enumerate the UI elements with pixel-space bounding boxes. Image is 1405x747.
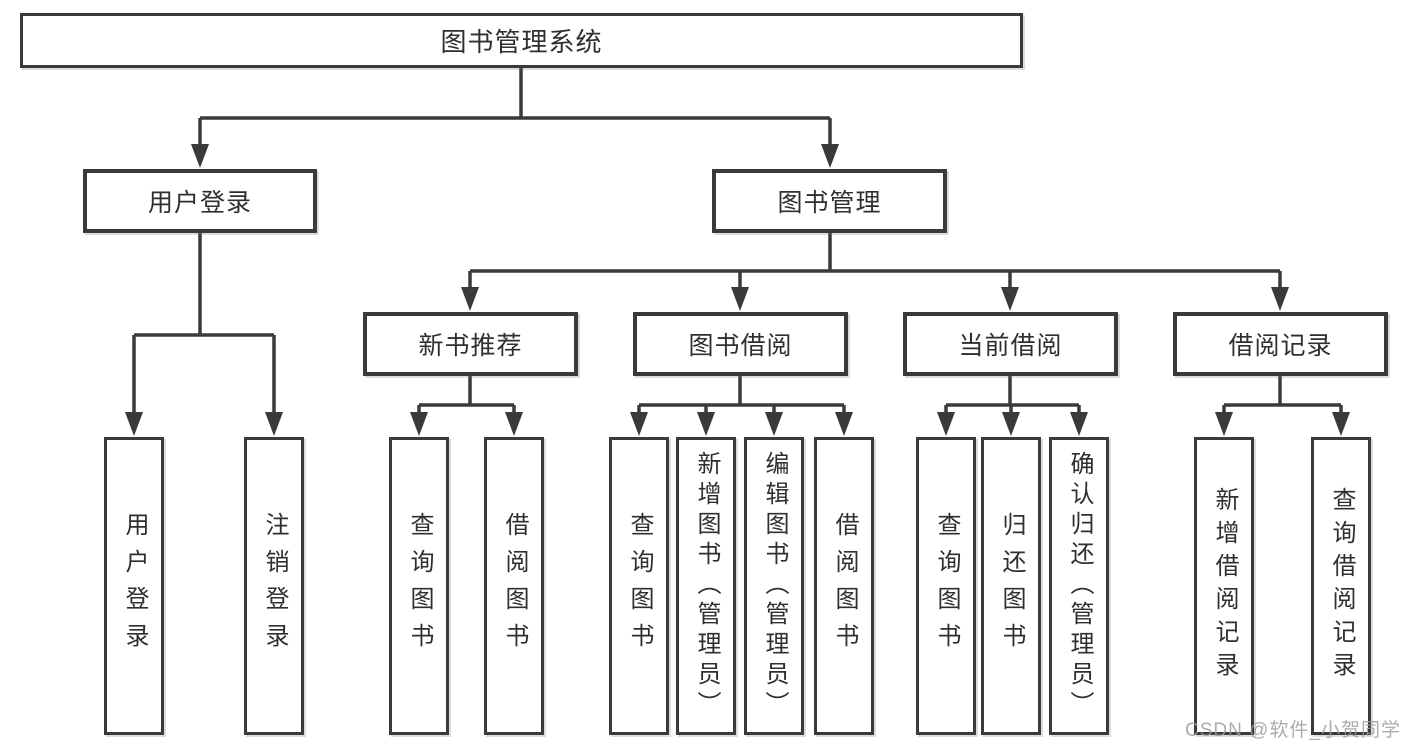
- leaf-user-login-label: 用户登录: [121, 512, 148, 660]
- leaf-user-login: 用户登录: [104, 437, 164, 735]
- leaf-borrow-books: 借阅图书: [814, 437, 874, 735]
- node-book-mgmt: 图书管理: [712, 169, 947, 233]
- node-user-login: 用户登录: [83, 169, 317, 233]
- leaf-return-book-label: 归还图书: [998, 512, 1025, 660]
- leaf-add-borrow-record-label: 新增借阅记录: [1211, 487, 1238, 685]
- leaf-newbook-borrow-books: 借阅图书: [484, 437, 544, 735]
- node-new-book-label: 新书推荐: [418, 332, 523, 360]
- leaf-edit-book-admin: 编辑图书（管理员）: [744, 437, 804, 735]
- node-current-borrow: 当前借阅: [903, 312, 1118, 376]
- node-book-borrow-label: 图书借阅: [688, 332, 793, 360]
- leaf-return-book: 归还图书: [981, 437, 1041, 735]
- node-book-mgmt-label: 图书管理: [777, 189, 882, 217]
- leaf-newbook-query-books: 查询图书: [389, 437, 449, 735]
- leaf-borrow-books-label: 借阅图书: [831, 512, 858, 660]
- csdn-watermark: CSDN @软件_小贺同学: [1185, 720, 1401, 741]
- leaf-logout: 注销登录: [244, 437, 304, 735]
- leaf-confirm-return-admin: 确认归还（管理员）: [1049, 437, 1109, 735]
- leaf-current-query-books-label: 查询图书: [933, 512, 960, 660]
- leaf-edit-book-admin-label: 编辑图书（管理员）: [761, 451, 788, 721]
- leaf-add-borrow-record: 新增借阅记录: [1194, 437, 1254, 735]
- leaf-newbook-query-books-label: 查询图书: [406, 512, 433, 660]
- node-book-borrow: 图书借阅: [633, 312, 848, 376]
- node-borrow-record: 借阅记录: [1173, 312, 1388, 376]
- node-root: 图书管理系统: [20, 13, 1023, 68]
- leaf-query-borrow-record-label: 查询借阅记录: [1328, 487, 1355, 685]
- leaf-logout-label: 注销登录: [261, 512, 288, 660]
- arrowheads: [125, 144, 1350, 436]
- node-root-label: 图书管理系统: [440, 27, 603, 57]
- node-borrow-record-label: 借阅记录: [1228, 332, 1333, 360]
- leaf-confirm-return-admin-label: 确认归还（管理员）: [1066, 451, 1093, 721]
- node-user-login-label: 用户登录: [147, 189, 252, 217]
- node-current-borrow-label: 当前借阅: [958, 332, 1063, 360]
- leaf-borrow-query-books-label: 查询图书: [626, 512, 653, 660]
- node-new-book: 新书推荐: [363, 312, 578, 376]
- leaf-borrow-query-books: 查询图书: [609, 437, 669, 735]
- leaf-current-query-books: 查询图书: [916, 437, 976, 735]
- leaf-query-borrow-record: 查询借阅记录: [1311, 437, 1371, 735]
- leaf-add-book-admin-label: 新增图书（管理员）: [693, 451, 720, 721]
- leaf-add-book-admin: 新增图书（管理员）: [676, 437, 736, 735]
- leaf-newbook-borrow-books-label: 借阅图书: [501, 512, 528, 660]
